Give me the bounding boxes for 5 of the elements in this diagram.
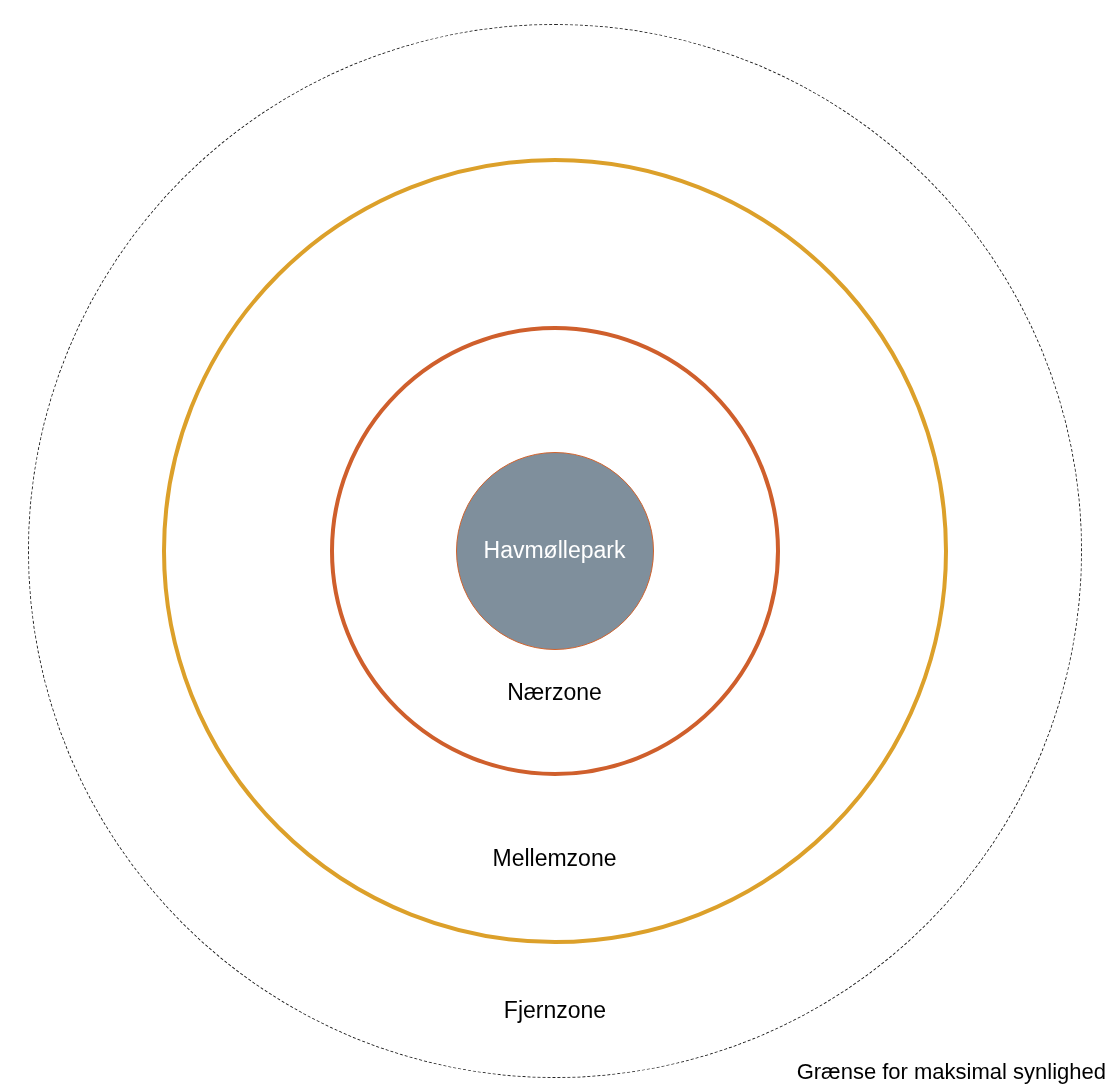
- boundary-label: Grænse for maksimal synlighed: [796, 1058, 1106, 1086]
- zone-label: Fjernzone: [503, 995, 607, 1025]
- zone-label: Mellemzone: [492, 843, 617, 873]
- zone-label: Nærzone: [507, 677, 602, 707]
- zone-label: Havmøllepark: [483, 536, 626, 565]
